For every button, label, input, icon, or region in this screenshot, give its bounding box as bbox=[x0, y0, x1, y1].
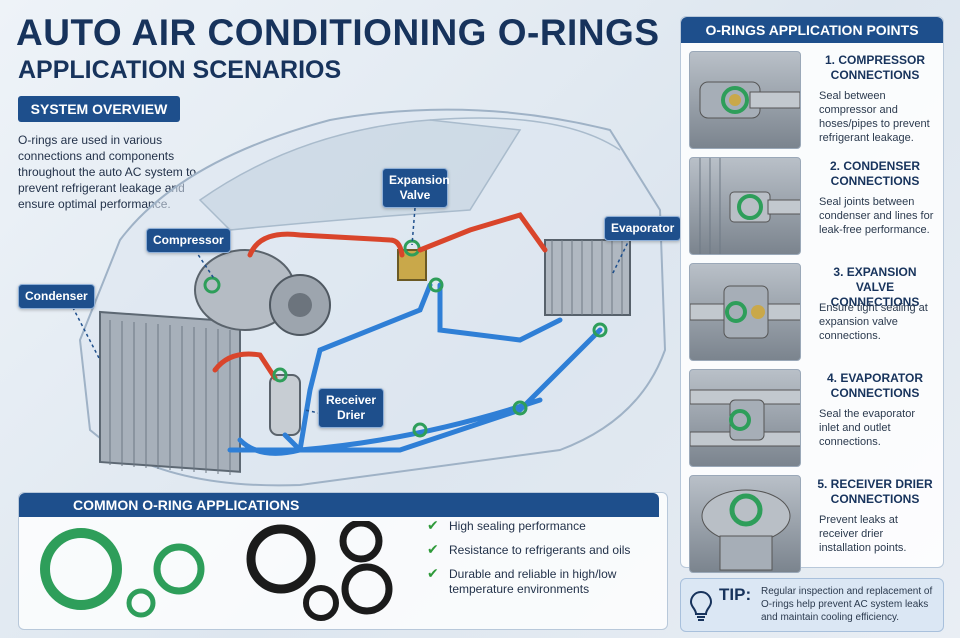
application-points-title: O-RINGS APPLICATION POINTS bbox=[681, 17, 943, 43]
benefits-list: ✔High sealing performance ✔Resistance to… bbox=[427, 517, 667, 606]
callout-evaporator: Evaporator bbox=[604, 216, 682, 241]
condenser-unit bbox=[99, 310, 241, 475]
system-overview-text: O-rings are used in various connections … bbox=[18, 133, 197, 211]
point-desc: Seal joints between condenser and lines … bbox=[819, 196, 934, 236]
common-applications-title: COMMON O-RING APPLICATIONS bbox=[19, 493, 659, 517]
point-title: 5. RECEIVER DRIER CONNECTIONS bbox=[817, 477, 933, 506]
ac-system-diagram: Condenser Compressor Expansion Valve Eva… bbox=[0, 90, 682, 490]
check-icon: ✔ bbox=[427, 541, 439, 557]
lightbulb-icon bbox=[689, 590, 713, 621]
application-points-panel: O-RINGS APPLICATION POINTS 1. COMPRESSOR… bbox=[680, 16, 944, 573]
benefit-item: ✔Resistance to refrigerants and oils bbox=[427, 541, 631, 558]
tip-box: TIP: Regular inspection and replacement … bbox=[680, 578, 944, 632]
evaporator-connection-image bbox=[689, 369, 801, 467]
receiver-drier-unit bbox=[269, 374, 301, 436]
point-desc: Prevent leaks at receiver drier installa… bbox=[819, 514, 907, 554]
green-o-ring-large bbox=[40, 528, 122, 610]
callout-condenser: Condenser bbox=[18, 284, 95, 309]
black-o-ring-large bbox=[246, 524, 316, 594]
point-desc: Ensure tight sealing at expansion valve … bbox=[819, 302, 928, 342]
benefit-item: ✔Durable and reliable in high/low temper… bbox=[427, 565, 617, 597]
page-title: AUTO AIR CONDITIONING O-RINGS bbox=[16, 12, 660, 53]
benefit-item: ✔High sealing performance bbox=[427, 517, 586, 534]
common-applications-panel: COMMON O-RING APPLICATIONS ✔High sealing… bbox=[18, 492, 668, 630]
receiver-drier-connection-image bbox=[689, 475, 801, 573]
point-title: 3. EXPANSION VALVE CONNECTIONS bbox=[830, 265, 920, 309]
point-compressor: 1. COMPRESSOR CONNECTIONS Seal between c… bbox=[689, 51, 937, 151]
callout-compressor: Compressor bbox=[146, 228, 231, 253]
point-expansion-valve: 3. EXPANSION VALVE CONNECTIONS Ensure ti… bbox=[689, 263, 937, 363]
compressor-connection-image bbox=[689, 51, 801, 149]
tip-label: TIP: bbox=[719, 585, 752, 604]
high-pressure-line bbox=[212, 212, 548, 381]
point-title: 1. COMPRESSOR CONNECTIONS bbox=[824, 53, 926, 82]
point-title: 4. EVAPORATOR CONNECTIONS bbox=[826, 371, 924, 400]
black-o-ring-small bbox=[303, 585, 339, 621]
expansion-valve-connection-image bbox=[689, 263, 801, 361]
black-o-ring-medium bbox=[339, 521, 383, 563]
o-ring-samples bbox=[40, 521, 393, 621]
green-o-ring-small bbox=[126, 588, 156, 618]
point-evaporator: 4. EVAPORATOR CONNECTIONS Seal the evapo… bbox=[689, 369, 937, 469]
black-o-ring-med2 bbox=[341, 563, 393, 615]
tip-text: Regular inspection and replacement of O-… bbox=[761, 586, 933, 623]
compressor-unit bbox=[194, 249, 331, 336]
point-title: 2. CONDENSER CONNECTIONS bbox=[829, 159, 921, 188]
evaporator-unit bbox=[544, 239, 631, 316]
point-desc: Seal the evaporator inlet and outlet con… bbox=[819, 408, 916, 448]
low-pressure-line bbox=[227, 282, 603, 456]
point-desc: Seal between compressor and hoses/pipes … bbox=[819, 90, 930, 144]
page-subtitle: APPLICATION SCENARIOS bbox=[18, 56, 342, 84]
callout-receiver-drier: Receiver Drier bbox=[318, 388, 384, 428]
condenser-connection-image bbox=[689, 157, 801, 255]
point-condenser: 2. CONDENSER CONNECTIONS Seal joints bet… bbox=[689, 157, 937, 257]
callout-expansion-valve: Expansion Valve bbox=[382, 168, 450, 208]
check-icon: ✔ bbox=[427, 517, 439, 533]
o-ring-markers bbox=[203, 276, 608, 438]
car-roof-line bbox=[429, 117, 621, 151]
check-icon: ✔ bbox=[427, 565, 439, 581]
green-o-ring-medium bbox=[153, 543, 205, 595]
point-receiver-drier: 5. RECEIVER DRIER CONNECTIONS Prevent le… bbox=[689, 475, 937, 575]
car-illustration bbox=[69, 108, 667, 487]
system-overview-label: SYSTEM OVERVIEW bbox=[18, 96, 180, 122]
